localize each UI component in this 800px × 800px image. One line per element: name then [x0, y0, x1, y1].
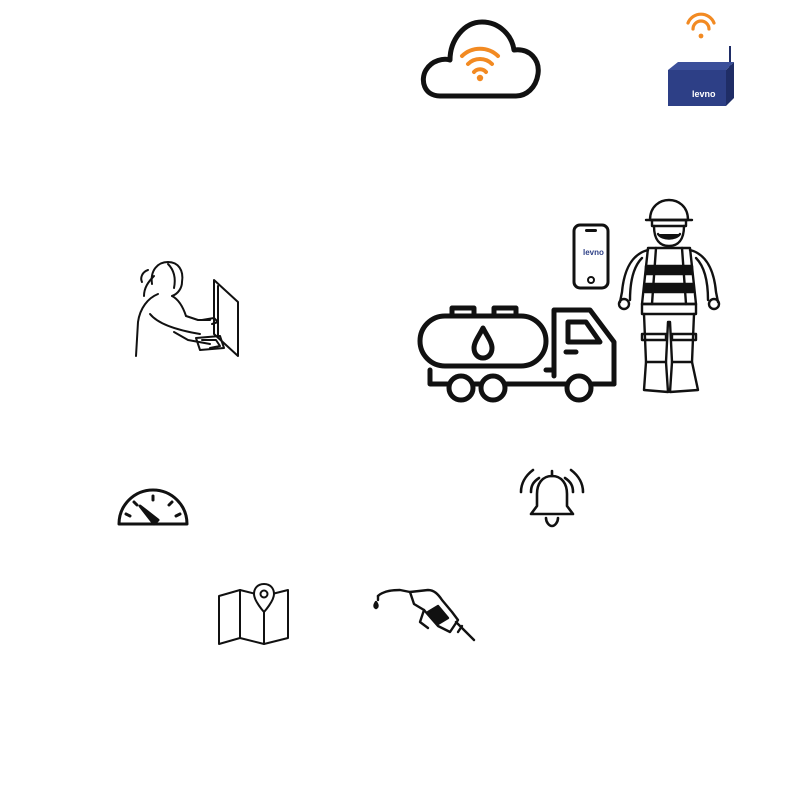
office-worker-computer-icon — [128, 258, 246, 362]
alert-bell-icon — [515, 462, 589, 532]
device-label: levno — [692, 89, 716, 99]
fuel-tanker-truck-icon — [416, 304, 622, 404]
map-location-pin-icon — [214, 580, 294, 648]
hi-vis-worker-icon — [612, 196, 726, 400]
fuel-nozzle-icon — [368, 582, 478, 644]
phone-app-label: levno — [583, 248, 604, 257]
levno-monitor-device-icon: levno — [662, 12, 736, 108]
cloud-wifi-icon — [418, 14, 544, 102]
speedometer-gauge-icon — [114, 484, 192, 530]
smartphone-app-icon: levno — [570, 222, 612, 292]
